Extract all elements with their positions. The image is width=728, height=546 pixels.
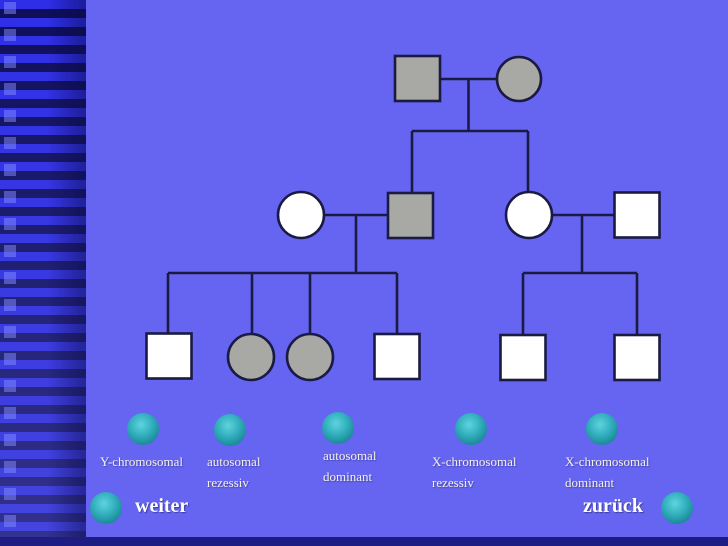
pedigree-member-III-2 <box>226 332 276 382</box>
left-decorative-stripe <box>0 0 86 539</box>
bottom-bar <box>0 537 728 546</box>
legend-sphere-icon-autosomal-dominant[interactable] <box>322 412 354 444</box>
legend-label-line: dominant <box>565 475 615 490</box>
pedigree-member-I-2 <box>495 55 543 103</box>
legend-label-line: autosomal <box>207 454 261 469</box>
zurueck-link[interactable]: zurück <box>583 495 643 517</box>
legend-label-line: autosomal <box>323 448 377 463</box>
legend-sphere-icon-autosomal-rezessiv[interactable] <box>214 414 246 446</box>
legend-sphere-icon-x-chromosomal-dominant[interactable] <box>586 413 618 445</box>
legend-label-y-chromosomal[interactable]: Y-chromosomal <box>100 451 183 472</box>
legend-sphere-icon-x-chromosomal-rezessiv[interactable] <box>455 413 487 445</box>
legend-label-autosomal-dominant[interactable]: autosomal dominant <box>323 445 376 487</box>
pedigree-member-II-3 <box>504 190 554 240</box>
zurueck-sphere-icon[interactable] <box>661 492 693 524</box>
pedigree-member-II-1 <box>276 190 326 240</box>
legend-label-line: dominant <box>323 469 373 484</box>
pedigree-member-III-5 <box>499 333 547 382</box>
legend-label-line: Y-chromosomal <box>100 454 184 469</box>
pedigree-member-III-6 <box>613 333 661 382</box>
pedigree-member-III-4 <box>373 332 421 381</box>
pedigree-member-II-2 <box>386 191 435 240</box>
legend-label-x-chromosomal-rezessiv[interactable]: X-chromosomal rezessiv <box>432 451 516 493</box>
legend-label-x-chromosomal-dominant[interactable]: X-chromosomal dominant <box>565 451 649 493</box>
pedigree-member-III-1 <box>145 332 193 380</box>
pedigree-member-III-3 <box>285 332 335 382</box>
stripe-squares-pattern <box>4 2 16 539</box>
legend-label-line: X-chromosomal <box>565 454 650 469</box>
pedigree-member-II-4 <box>613 191 661 239</box>
legend-label-line: rezessiv <box>207 475 249 490</box>
legend-sphere-icon-y-chromosomal[interactable] <box>127 413 159 445</box>
weiter-link[interactable]: weiter <box>135 495 189 517</box>
legend-label-line: X-chromosomal <box>432 454 517 469</box>
weiter-sphere-icon[interactable] <box>90 492 122 524</box>
pedigree-member-I-1 <box>393 54 442 103</box>
legend-label-autosomal-rezessiv[interactable]: autosomal rezessiv <box>207 451 260 493</box>
legend-label-line: rezessiv <box>432 475 474 490</box>
